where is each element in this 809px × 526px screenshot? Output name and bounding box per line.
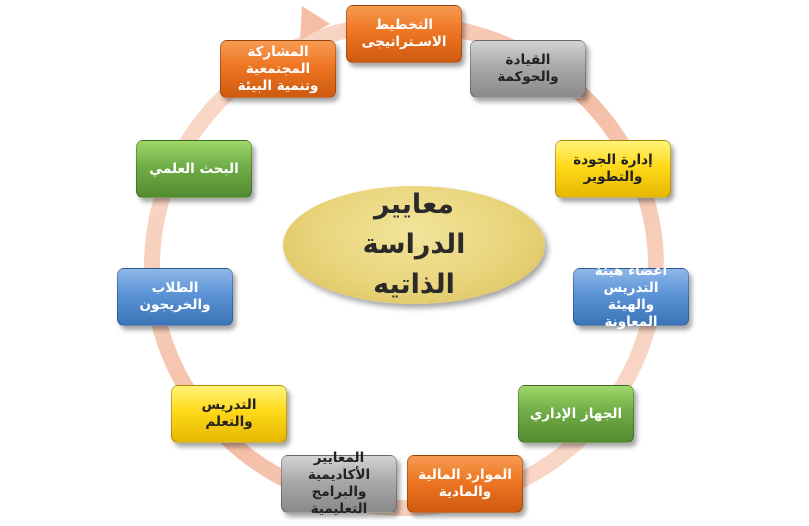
box-strategic-planning: التخطيط الاسـتراتيجى bbox=[346, 5, 462, 63]
box-administrative-staff: الجهاز الإداري bbox=[518, 385, 634, 443]
box-label: التدريس والتعلم bbox=[201, 397, 257, 430]
box-label: المشاركة المجتمعية وتنمية البيئة bbox=[237, 43, 319, 94]
ring-arrowhead bbox=[300, 6, 330, 40]
box-label: القيادة والحوكمة bbox=[497, 52, 559, 85]
center-title: معايير الدراسة الذاتيه bbox=[362, 189, 466, 300]
box-financial-resources: الموارد المالية والمادية bbox=[407, 455, 523, 513]
box-students-graduates: الطلاب والخريجون bbox=[117, 268, 233, 326]
box-label: الموارد المالية والمادية bbox=[418, 467, 512, 500]
box-label: الطلاب والخريجون bbox=[139, 280, 211, 313]
box-academic-standards: المعايير الأكاديمية والبرامج التعليمية bbox=[281, 450, 397, 517]
box-scientific-research: البحث العلمي bbox=[136, 140, 252, 198]
box-faculty-staff: أعضاء هيئة التدريس والهيئة المعاونة bbox=[573, 263, 689, 330]
box-label: أعضاء هيئة التدريس والهيئة المعاونة bbox=[594, 263, 668, 330]
box-label: الجهاز الإداري bbox=[529, 405, 623, 422]
box-label: إدارة الجودة والتطوير bbox=[573, 152, 653, 185]
box-label: التخطيط الاسـتراتيجى bbox=[361, 17, 447, 50]
box-quality-management: إدارة الجودة والتطوير bbox=[555, 140, 671, 198]
box-teaching-learning: التدريس والتعلم bbox=[171, 385, 287, 443]
box-label: المعايير الأكاديمية والبرامج التعليمية bbox=[307, 450, 371, 517]
center-title-ellipse: معايير الدراسة الذاتيه bbox=[283, 186, 545, 304]
box-label: البحث العلمي bbox=[149, 160, 239, 177]
box-community-participation: المشاركة المجتمعية وتنمية البيئة bbox=[220, 40, 336, 98]
box-leadership-governance: القيادة والحوكمة bbox=[470, 40, 586, 98]
